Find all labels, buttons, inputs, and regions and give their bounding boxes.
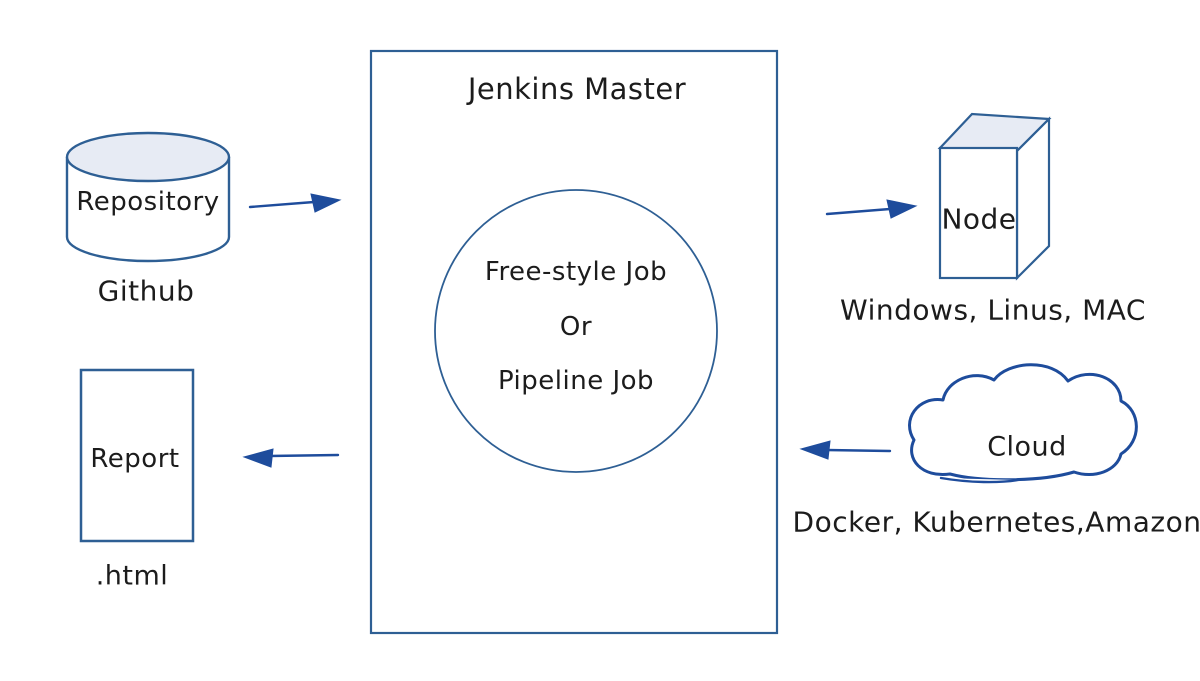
report-label: Report <box>90 444 180 474</box>
arrowhead-right-icon <box>886 199 918 219</box>
arrow-line <box>267 453 340 458</box>
cloud-shape <box>908 363 1138 484</box>
node-label: Node <box>941 202 1017 236</box>
jenkins-master-box <box>369 49 779 635</box>
arrowhead-right-icon <box>310 193 342 213</box>
jobs-circle <box>434 189 718 473</box>
report-caption: .html <box>95 560 169 592</box>
job-type-line-1: Free-style Job <box>484 257 668 287</box>
arrowhead-left-icon <box>242 448 274 468</box>
arrowhead-left-icon <box>799 440 831 460</box>
arrow-line <box>248 200 316 209</box>
cylinder-body <box>65 157 231 263</box>
arrow-line <box>824 448 892 453</box>
jenkins-master-title: Jenkins Master <box>467 72 687 106</box>
arrow-repository-to-master <box>248 193 342 213</box>
job-type-line-3: Pipeline Job <box>497 366 655 396</box>
cloud-outline <box>908 363 1138 482</box>
job-type-line-2: Or <box>559 312 593 342</box>
node-caption: Windows, Linus, MAC <box>840 293 1146 327</box>
repository-label: Repository <box>76 187 220 217</box>
cuboid-front-face <box>938 146 1019 280</box>
cylinder-top-face <box>65 131 231 183</box>
arrow-master-to-node <box>825 199 918 219</box>
report-box <box>79 368 195 543</box>
arrow-line <box>825 207 892 216</box>
repository-caption: Github <box>97 274 195 308</box>
arrow-master-to-report <box>242 448 340 468</box>
cloud-caption: Docker, Kubernetes,Amazon <box>792 505 1200 539</box>
cloud-bottom-overlap-stroke <box>939 476 1020 484</box>
arrow-cloud-to-master <box>799 440 892 460</box>
cloud-label: Cloud <box>987 431 1067 463</box>
node-cuboid <box>937 112 1052 281</box>
repository-cylinder <box>65 131 231 263</box>
